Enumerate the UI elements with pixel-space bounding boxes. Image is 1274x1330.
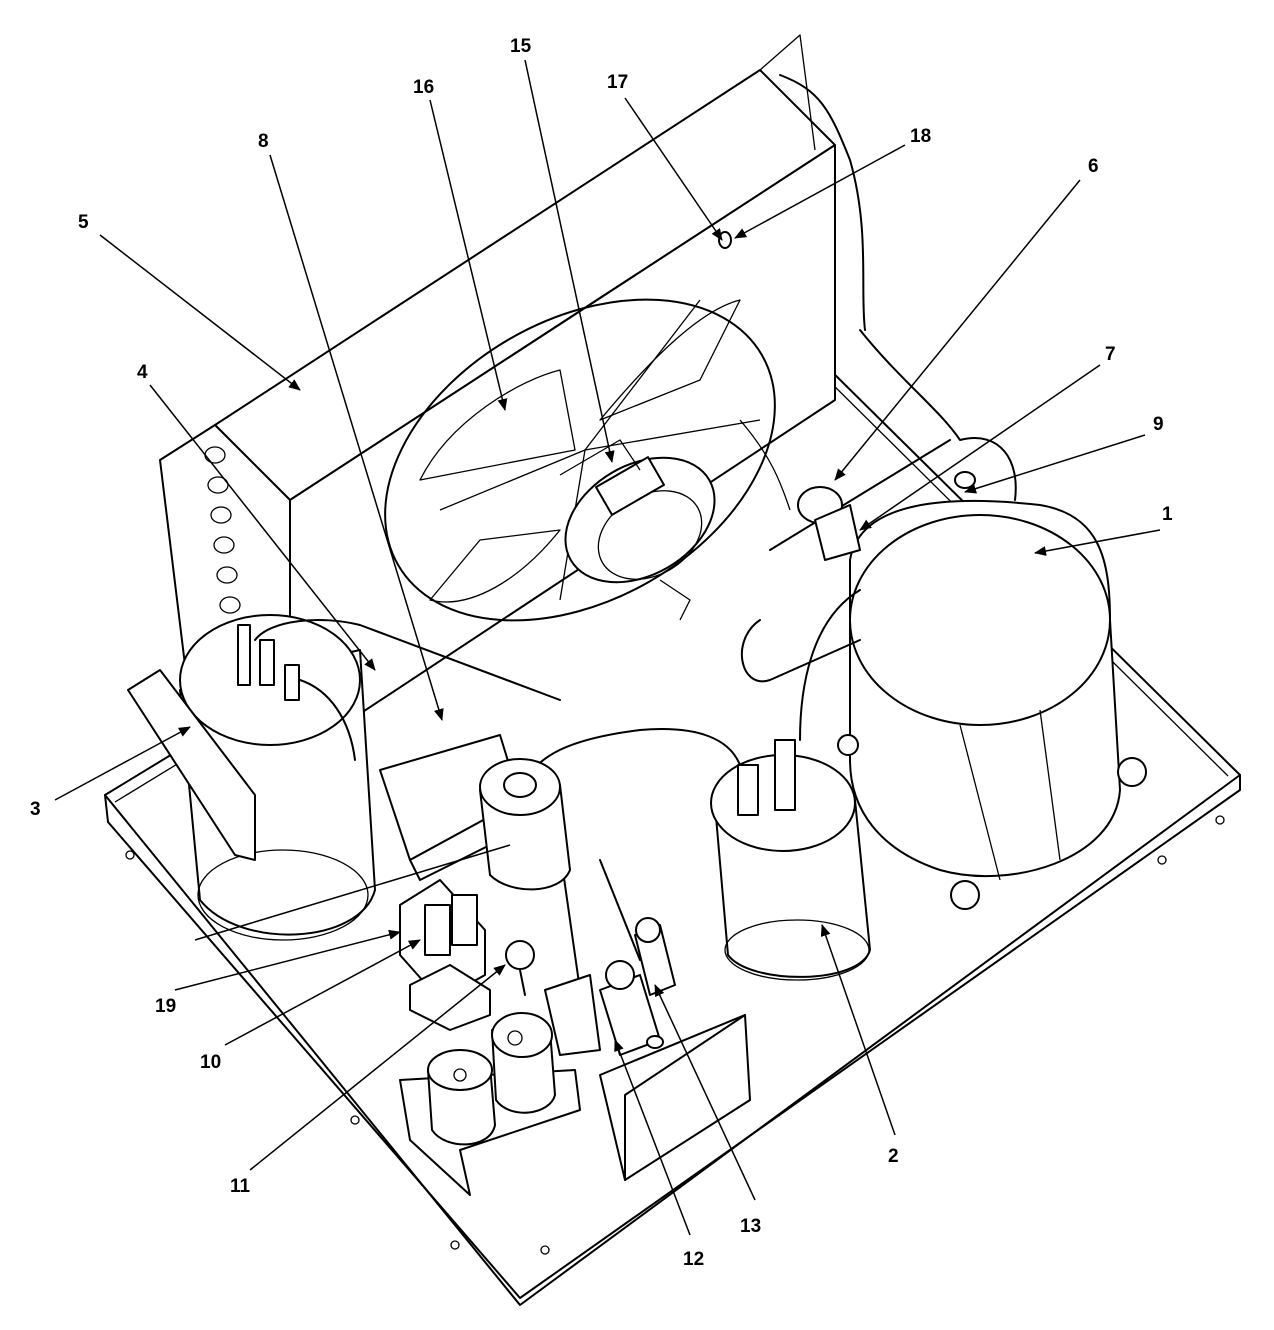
terminal-block xyxy=(409,964,491,1031)
leader-3 xyxy=(54,726,191,801)
coil-hairpins xyxy=(204,446,241,614)
callout-3: 3 xyxy=(30,799,41,820)
valve-bracket xyxy=(599,1014,751,1181)
leader-11 xyxy=(249,964,506,1171)
callout-17: 17 xyxy=(607,72,628,93)
callout-10: 10 xyxy=(200,1052,221,1073)
leader-16 xyxy=(429,99,508,411)
callout-16: 16 xyxy=(413,77,434,98)
leader-10 xyxy=(224,939,421,1046)
leader-19 xyxy=(174,929,401,991)
contactor xyxy=(399,879,486,1001)
callout-13: 13 xyxy=(740,1216,761,1237)
leader-lines xyxy=(54,59,1161,1236)
leader-13 xyxy=(654,984,756,1201)
run-capacitor-upper xyxy=(479,758,571,891)
leader-4 xyxy=(149,384,376,671)
callout-18: 18 xyxy=(910,126,931,147)
accumulator-tank xyxy=(127,614,376,941)
leader-7 xyxy=(859,364,1101,531)
leader-8 xyxy=(269,154,444,721)
callout-7: 7 xyxy=(1105,344,1116,365)
callout-2: 2 xyxy=(888,1146,899,1167)
callout-11: 11 xyxy=(230,1176,251,1197)
callout-12: 12 xyxy=(683,1249,704,1270)
pressure-switch xyxy=(505,940,535,996)
receiver-tank xyxy=(710,739,871,981)
callout-5: 5 xyxy=(78,212,89,233)
callout-4: 4 xyxy=(137,362,148,383)
leader-5 xyxy=(99,234,301,391)
callout-8: 8 xyxy=(258,131,269,152)
leader-12 xyxy=(614,1039,691,1236)
leader-2 xyxy=(820,924,896,1136)
callout-9: 9 xyxy=(1153,414,1164,435)
leader-18 xyxy=(734,144,906,239)
fan-motor xyxy=(559,419,791,621)
capacitor-bracket xyxy=(399,1012,581,1196)
service-valves xyxy=(544,917,676,1056)
callout-6: 6 xyxy=(1088,156,1099,177)
callout-19: 19 xyxy=(155,996,176,1017)
leader-unlabeled xyxy=(194,844,511,941)
callout-15: 15 xyxy=(510,36,532,57)
callout-1: 1 xyxy=(1162,504,1173,525)
leader-15 xyxy=(524,59,615,463)
callout-labels: 1 2 3 4 5 6 7 8 9 10 11 12 13 15 16 17 1… xyxy=(30,36,1173,1270)
leader-1 xyxy=(1034,529,1161,556)
compressor xyxy=(837,499,1147,910)
leader-17 xyxy=(624,97,723,241)
leader-9 xyxy=(964,434,1146,494)
leader-6 xyxy=(834,179,1081,481)
